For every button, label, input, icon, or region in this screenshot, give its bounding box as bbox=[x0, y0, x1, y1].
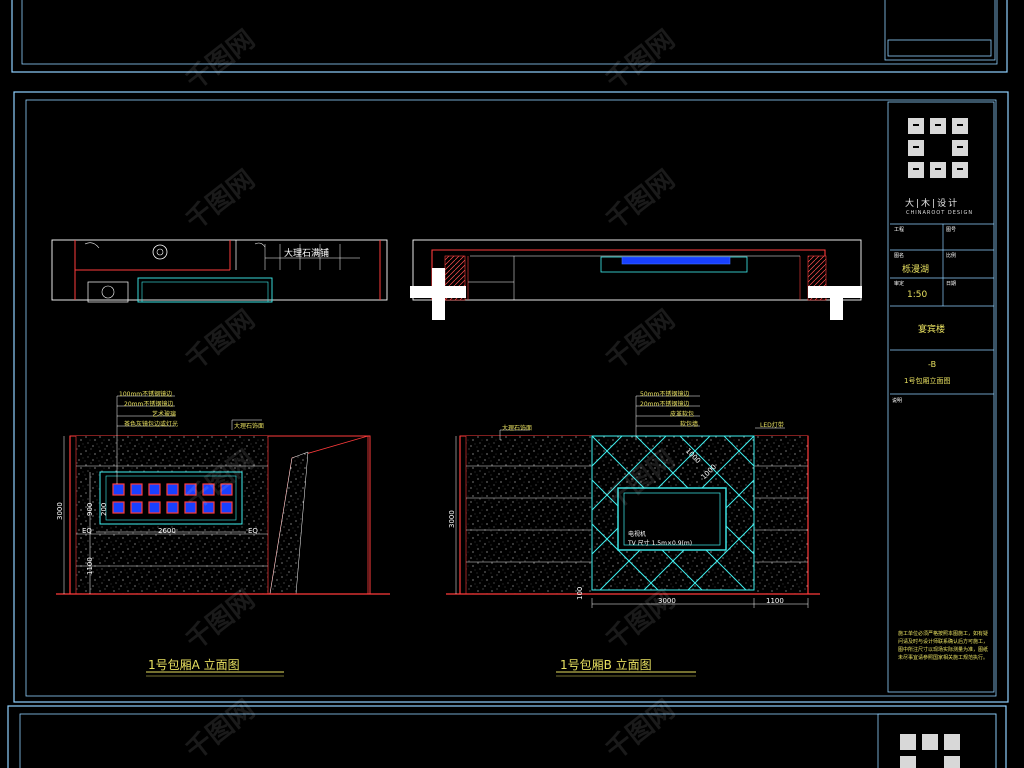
callout-a-3: 艺术玻璃 bbox=[152, 411, 177, 418]
callout-b-3: 皮革软包 bbox=[670, 411, 695, 418]
wine-cell-grid bbox=[112, 483, 233, 514]
dim-b-right: 1100 bbox=[766, 597, 784, 605]
sheet-code: -B bbox=[928, 360, 937, 369]
tb-label-r3b: 日期 bbox=[946, 281, 957, 287]
bottom-sheet-frame bbox=[7, 705, 1007, 768]
tb-notes-label: 说明 bbox=[892, 398, 903, 404]
sheet-title: 宴宾楼 bbox=[918, 325, 946, 335]
tb-label-r1b: 图号 bbox=[946, 227, 957, 233]
tb-label-r2b: 比例 bbox=[946, 253, 957, 259]
callout-a-1: 100mm不锈钢镜边 bbox=[119, 391, 173, 398]
dim-b-height: 3000 bbox=[448, 510, 456, 528]
elevation-b-title: 1号包厢B 立面图 bbox=[560, 658, 652, 672]
callout-b-4: 软包墙 bbox=[680, 421, 699, 428]
elevation-a-title: 1号包厢A 立面图 bbox=[148, 658, 240, 672]
dim-b-width: 3000 bbox=[658, 597, 676, 605]
logo-subtext: CHINAROOT DESIGN bbox=[906, 210, 974, 216]
plan-note: 大理石满铺 bbox=[284, 249, 330, 259]
sheet-subtitle: 1号包厢立面图 bbox=[904, 377, 951, 385]
dim-b-bottom-left: 100 bbox=[576, 586, 584, 600]
tb-label-r3a: 审定 bbox=[894, 281, 905, 287]
dim-a-upper: 900 bbox=[86, 502, 94, 516]
tb-label-r1a: 工程 bbox=[894, 227, 905, 233]
callout-b-left: 大理石饰面 bbox=[502, 425, 533, 432]
dim-a-height: 3000 bbox=[56, 502, 64, 520]
title-block bbox=[887, 101, 995, 693]
dim-a-eq-right: EQ bbox=[248, 527, 258, 535]
main-sheet-frame bbox=[13, 91, 1009, 703]
callout-a-2: 20mm不锈钢镜边 bbox=[124, 401, 174, 408]
logo-text: 大|木|设计 bbox=[905, 199, 960, 209]
callout-a-4: 茶色灰镜包边或灯光 bbox=[124, 421, 179, 428]
drawing-scale: 1:50 bbox=[907, 290, 928, 300]
tv-note-1: 电视机 bbox=[628, 531, 647, 538]
dim-a-width: 2600 bbox=[158, 527, 176, 535]
project-name: 栎漫湖 bbox=[902, 265, 930, 275]
drawing-notes: 施工单位必须严格按照本图施工，如有疑问请及时与设计师联系确认后方可施工，图中所注… bbox=[898, 631, 989, 661]
elevation-a-drawing bbox=[56, 395, 390, 595]
callout-b-2: 20mm不锈钢镜边 bbox=[640, 401, 690, 408]
dim-a-lower: 1100 bbox=[86, 557, 94, 575]
tv-note-2: TV 尺寸 1.5m×0.9(m) bbox=[628, 540, 693, 547]
callout-a-right: 大理石饰面 bbox=[234, 423, 265, 430]
callout-b-1: 50mm不锈钢镜边 bbox=[640, 391, 690, 398]
callout-b-right: LED灯带 bbox=[760, 422, 784, 429]
tb-label-r2a: 图名 bbox=[894, 253, 905, 259]
plan-view-left bbox=[51, 239, 388, 303]
dim-a-eq-left: EQ bbox=[82, 527, 92, 535]
top-sheet-frame bbox=[11, 0, 1008, 73]
plan-view-right bbox=[410, 239, 862, 320]
dim-a-side: 200 bbox=[100, 502, 108, 516]
elevation-b-drawing bbox=[446, 395, 820, 608]
